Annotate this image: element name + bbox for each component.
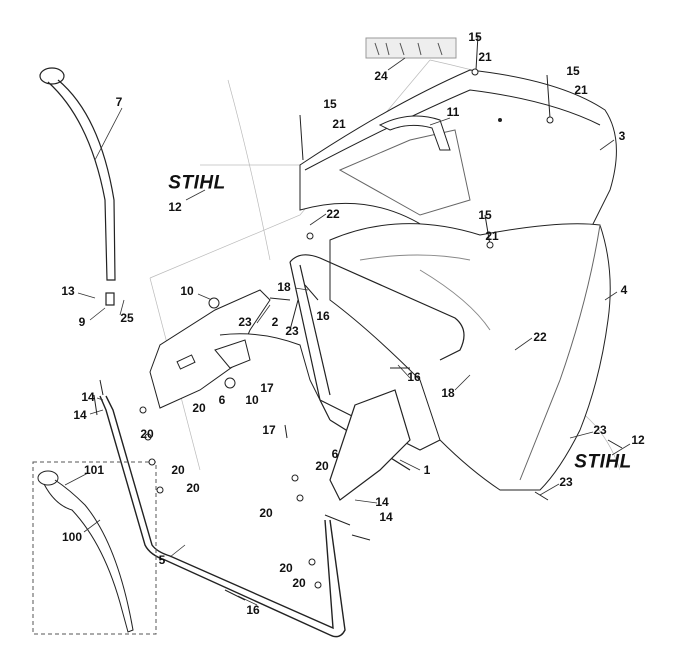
- callout-label: 23: [238, 315, 252, 329]
- callout-label: 16: [407, 370, 421, 384]
- left-bracket: [149, 289, 321, 409]
- callout-label: 5: [158, 553, 166, 567]
- callout-label: 7: [115, 95, 123, 109]
- callout-label: 14: [81, 390, 95, 404]
- callout-label: 20: [279, 561, 293, 575]
- callout-label: 15: [478, 208, 492, 222]
- callout-label: 24: [374, 69, 388, 83]
- callout-label: 20: [192, 401, 206, 415]
- handle-100: [37, 470, 134, 633]
- callout-label: 18: [277, 280, 291, 294]
- callout-label: 4: [620, 283, 628, 297]
- handle-7: [39, 67, 116, 306]
- callout-label: 20: [140, 427, 154, 441]
- callout-label: 21: [332, 117, 346, 131]
- callout-label: 23: [593, 423, 607, 437]
- inset-box: [32, 461, 157, 635]
- callout-label: 14: [375, 495, 389, 509]
- callout-label: 20: [171, 463, 185, 477]
- callout-label: 3: [618, 129, 626, 143]
- callout-label: 14: [73, 408, 87, 422]
- callout-label: 100: [61, 530, 83, 544]
- callout-label: 18: [441, 386, 455, 400]
- callout-label: 10: [245, 393, 259, 407]
- callout-label: 12: [168, 200, 182, 214]
- callout-label: 9: [78, 315, 86, 329]
- callout-label: 17: [262, 423, 276, 437]
- bolts: [93, 34, 623, 601]
- callout-label: 20: [315, 459, 329, 473]
- callout-label: 20: [259, 506, 273, 520]
- callout-label: 16: [246, 603, 260, 617]
- callout-label: 6: [218, 393, 226, 407]
- callout-label: 15: [323, 97, 337, 111]
- callout-label: 22: [533, 330, 547, 344]
- callout-label: 10: [180, 284, 194, 298]
- handle-bar-5: [99, 395, 346, 638]
- callout-label: 22: [326, 207, 340, 221]
- callout-label: 1: [423, 463, 431, 477]
- callout-label: 21: [574, 83, 588, 97]
- callout-label: 20: [292, 576, 306, 590]
- callout-label: 21: [478, 50, 492, 64]
- callout-label: 15: [566, 64, 580, 78]
- callout-label: 17: [260, 381, 274, 395]
- callout-label: 20: [186, 481, 200, 495]
- leader-lines: [64, 57, 631, 606]
- stihl-logo: STIHL: [574, 451, 632, 473]
- sticker-24: [365, 37, 457, 59]
- callout-label: 12: [631, 433, 645, 447]
- callout-label: 14: [379, 510, 393, 524]
- nuts: [139, 68, 554, 589]
- callout-label: 15: [468, 30, 482, 44]
- catcher-bag: [329, 223, 611, 491]
- callout-label: 23: [559, 475, 573, 489]
- callout-label: 101: [83, 463, 105, 477]
- callout-label: 11: [446, 105, 460, 119]
- callout-label: 16: [316, 309, 330, 323]
- callout-label: 23: [285, 324, 299, 338]
- callout-label: 2: [271, 315, 279, 329]
- callout-label: 13: [61, 284, 75, 298]
- callout-label: 6: [331, 447, 339, 461]
- callout-label: 21: [485, 229, 499, 243]
- callout-label: 25: [120, 311, 134, 325]
- stihl-logo: STIHL: [168, 172, 226, 194]
